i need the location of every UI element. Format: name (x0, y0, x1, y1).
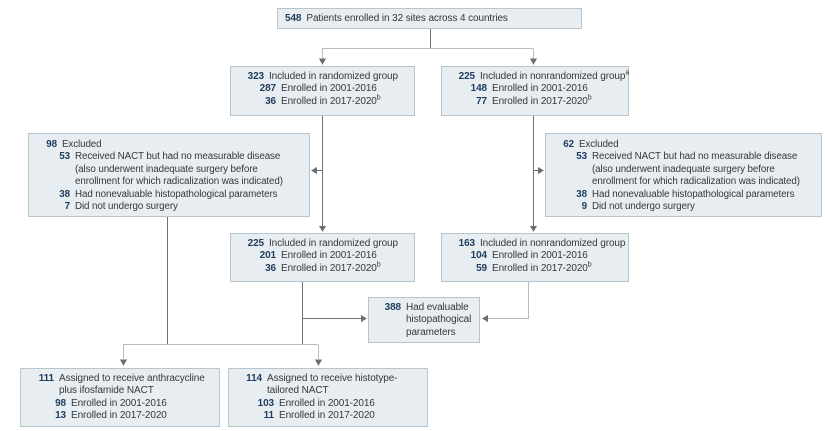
footnote-marker: b (587, 94, 592, 102)
flow-row: 111 Assigned to receive anthracycline pl… (28, 373, 213, 398)
row-label: Included in nonrandomized group (480, 238, 626, 249)
flow-row: 7 Did not undergo surgery (36, 201, 303, 213)
count-value: 59 (476, 262, 487, 274)
flow-row: 225 Included in nonrandomized groupa (449, 70, 630, 83)
row-label: Enrolled in 2001-2016 (71, 397, 167, 409)
row-label: Enrolled in 2001-2016 (492, 83, 588, 95)
flow-row: 225 Included in randomized group (238, 238, 408, 250)
flow-row: 201 Enrolled in 2001-2016 (238, 250, 408, 262)
flow-row: 36 Enrolled in 2017-2020b (238, 94, 408, 108)
row-label: Included in nonrandomized groupa (480, 69, 630, 82)
count-value: 7 (64, 201, 70, 213)
row-label: Enrolled in 2001-2016 (492, 250, 588, 262)
count-value: 11 (263, 410, 274, 422)
flow-row: 38 Had nonevaluable histopathological pa… (553, 189, 815, 201)
row-label: Excluded (579, 139, 619, 150)
row-label: Had nonevaluable histopathological param… (75, 188, 278, 200)
count-value: 111 (38, 373, 54, 384)
count-value: 53 (59, 151, 70, 163)
row-label: Assigned to receive anthracycline plus i… (59, 373, 205, 397)
flow-row: 38 Had nonevaluable histopathological pa… (36, 189, 303, 201)
box-excluded-nonrandomized: 62 Excluded 53 Received NACT but had no … (545, 133, 822, 218)
count-value: 98 (46, 139, 57, 150)
row-label: Included in randomized group (269, 71, 398, 82)
box-histotype-arm: 114 Assigned to receive histotype-tailor… (228, 368, 428, 427)
flow-row: 53 Received NACT but had no measurable d… (553, 151, 815, 188)
count-value: 9 (581, 201, 587, 213)
box-excluded-randomized: 98 Excluded 53 Received NACT but had no … (28, 133, 310, 218)
flow-row: 287 Enrolled in 2001-2016 (238, 83, 408, 95)
count-value: 287 (259, 83, 276, 95)
box-enrolled: 548 Patients enrolled in 32 sites across… (277, 8, 582, 30)
flow-row: 148 Enrolled in 2001-2016 (449, 83, 622, 95)
footnote-marker: b (376, 94, 381, 102)
flow-row: 388 Had evaluable histopathogical parame… (376, 302, 473, 339)
flow-row: 548 Patients enrolled in 32 sites across… (285, 13, 575, 25)
row-label: Did not undergo surgery (592, 201, 695, 213)
flow-row: 98 Enrolled in 2001-2016 (28, 398, 213, 410)
flow-row: 103 Enrolled in 2001-2016 (236, 398, 421, 410)
row-label: Enrolled in 2017-2020b (281, 94, 381, 107)
row-label: Received NACT but had no measurable dise… (592, 151, 800, 188)
row-label: Enrolled in 2001-2016 (279, 397, 375, 409)
count-value: 38 (59, 188, 70, 200)
count-value: 36 (265, 262, 276, 274)
footnote-marker: b (376, 261, 381, 269)
box-nonrandomized-initial: 225 Included in nonrandomized groupa 148… (441, 66, 629, 116)
flow-row: 9 Did not undergo surgery (553, 201, 815, 213)
count-value: 53 (576, 151, 587, 163)
count-value: 98 (55, 397, 66, 409)
box-randomized-final: 225 Included in randomized group 201 Enr… (230, 233, 415, 282)
row-label: Enrolled in 2017-2020b (281, 261, 381, 274)
flow-row: 114 Assigned to receive histotype-tailor… (236, 373, 421, 398)
row-label: Did not undergo surgery (75, 201, 178, 213)
row-label: Enrolled in 2001-2016 (281, 83, 377, 95)
flow-row: 323 Included in randomized group (238, 71, 408, 83)
row-label: Enrolled in 2017-2020 (71, 410, 167, 422)
row-label: Had nonevaluable histopathological param… (592, 188, 795, 200)
count-value: 225 (247, 238, 264, 249)
row-label: Included in randomized group (269, 238, 398, 249)
footnote-marker: b (587, 261, 592, 269)
count-value: 388 (384, 302, 401, 313)
flow-row: 77 Enrolled in 2017-2020b (449, 94, 622, 108)
row-label: Assigned to receive histotype-tailored N… (267, 373, 398, 397)
count-value: 148 (470, 83, 487, 95)
flow-row: 36 Enrolled in 2017-2020b (238, 261, 408, 275)
flow-row: 13 Enrolled in 2017-2020 (28, 410, 213, 422)
row-label: Enrolled in 2017-2020b (492, 94, 592, 107)
flow-row: 104 Enrolled in 2001-2016 (449, 250, 622, 262)
flow-row: 59 Enrolled in 2017-2020b (449, 261, 622, 275)
flow-row: 11 Enrolled in 2017-2020 (236, 410, 421, 422)
count-value: 62 (563, 139, 574, 150)
row-label: Received NACT but had no measurable dise… (75, 151, 283, 188)
flow-row: 163 Included in nonrandomized group (449, 238, 626, 250)
count-value: 548 (285, 13, 302, 24)
count-value: 77 (476, 95, 487, 107)
row-label: Enrolled in 2017-2020 (279, 410, 375, 422)
box-nonrandomized-final: 163 Included in nonrandomized group 104 … (441, 233, 629, 282)
count-value: 36 (265, 95, 276, 107)
row-label: Enrolled in 2017-2020b (492, 261, 592, 274)
count-value: 103 (257, 397, 274, 409)
flow-row: 62 Excluded (553, 139, 815, 151)
count-value: 114 (246, 373, 262, 384)
count-value: 13 (55, 410, 66, 422)
count-value: 38 (576, 188, 587, 200)
row-label: Patients enrolled in 32 sites across 4 c… (306, 13, 508, 24)
row-label: Enrolled in 2001-2016 (281, 250, 377, 262)
flow-row: 53 Received NACT but had no measurable d… (36, 151, 303, 188)
box-randomized-initial: 323 Included in randomized group 287 Enr… (230, 66, 415, 116)
row-label: Had evaluable histopathogical parameters (406, 302, 472, 338)
count-value: 163 (458, 238, 475, 249)
footnote-marker: a (625, 69, 630, 77)
count-value: 225 (458, 71, 475, 82)
count-value: 201 (259, 250, 276, 262)
count-value: 104 (470, 250, 487, 262)
row-label: Excluded (62, 139, 102, 150)
flow-row: 98 Excluded (36, 139, 303, 151)
count-value: 323 (247, 71, 264, 82)
box-anthracycline-arm: 111 Assigned to receive anthracycline pl… (20, 368, 220, 427)
box-evaluable: 388 Had evaluable histopathogical parame… (368, 297, 480, 344)
